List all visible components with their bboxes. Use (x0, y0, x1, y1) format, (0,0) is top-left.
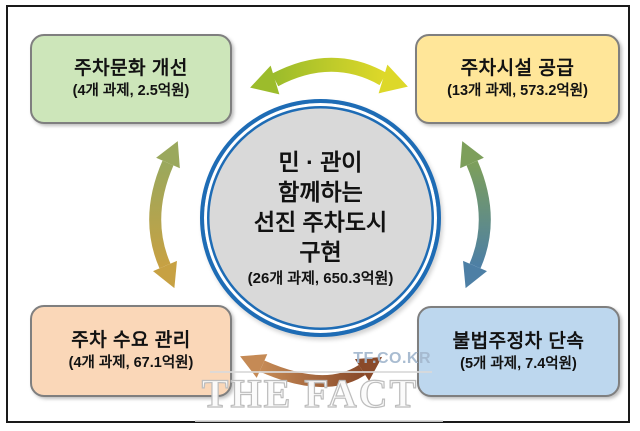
box-title: 주차시설 공급 (460, 58, 575, 79)
outer-border-frame (6, 5, 630, 423)
watermark-brand-logo: THE FACT (201, 371, 419, 416)
center-goal-circle: 민 · 관이 함께하는 선진 주차도시 구현 (26개 과제, 650.3억원) (200, 99, 441, 337)
watermark-divider-top (210, 371, 432, 373)
box-parking-culture-improvement: 주차문화 개선 (4개 과제, 2.5억원) (30, 34, 232, 124)
cycle-arrow-top-icon (250, 57, 408, 95)
watermark-divider-bottom (195, 420, 443, 422)
box-subtitle: (13개 과제, 573.2억원) (447, 83, 588, 99)
box-title: 불법주정차 단속 (452, 330, 585, 352)
box-illegal-parking-enforcement: 불법주정차 단속 (5개 과제, 7.4억원) (417, 306, 620, 397)
box-parking-facility-supply: 주차시설 공급 (13개 과제, 573.2억원) (415, 34, 620, 124)
box-title: 주차문화 개선 (74, 58, 188, 79)
circle-title-line: 선진 주차도시 (253, 209, 388, 235)
circle-title-line: 구현 (299, 239, 342, 265)
cycle-arrow-right-icon (460, 141, 491, 289)
box-title: 주차 수요 관리 (71, 330, 191, 351)
box-subtitle: (4개 과제, 2.5억원) (72, 83, 190, 99)
box-subtitle: (5개 과제, 7.4억원) (460, 355, 577, 372)
watermark-site-url: TF.CO.KR (353, 350, 431, 367)
cycle-arrow-left-icon (149, 141, 180, 289)
circle-title-line: 민 · 관이 (278, 149, 363, 175)
box-parking-demand-management: 주차 수요 관리 (4개 과제, 67.1억원) (30, 305, 232, 397)
circle-subtitle: (26개 과제, 650.3억원) (247, 270, 394, 287)
box-subtitle: (4개 과제, 67.1억원) (68, 355, 194, 371)
circle-title-line: 함께하는 (278, 179, 363, 205)
